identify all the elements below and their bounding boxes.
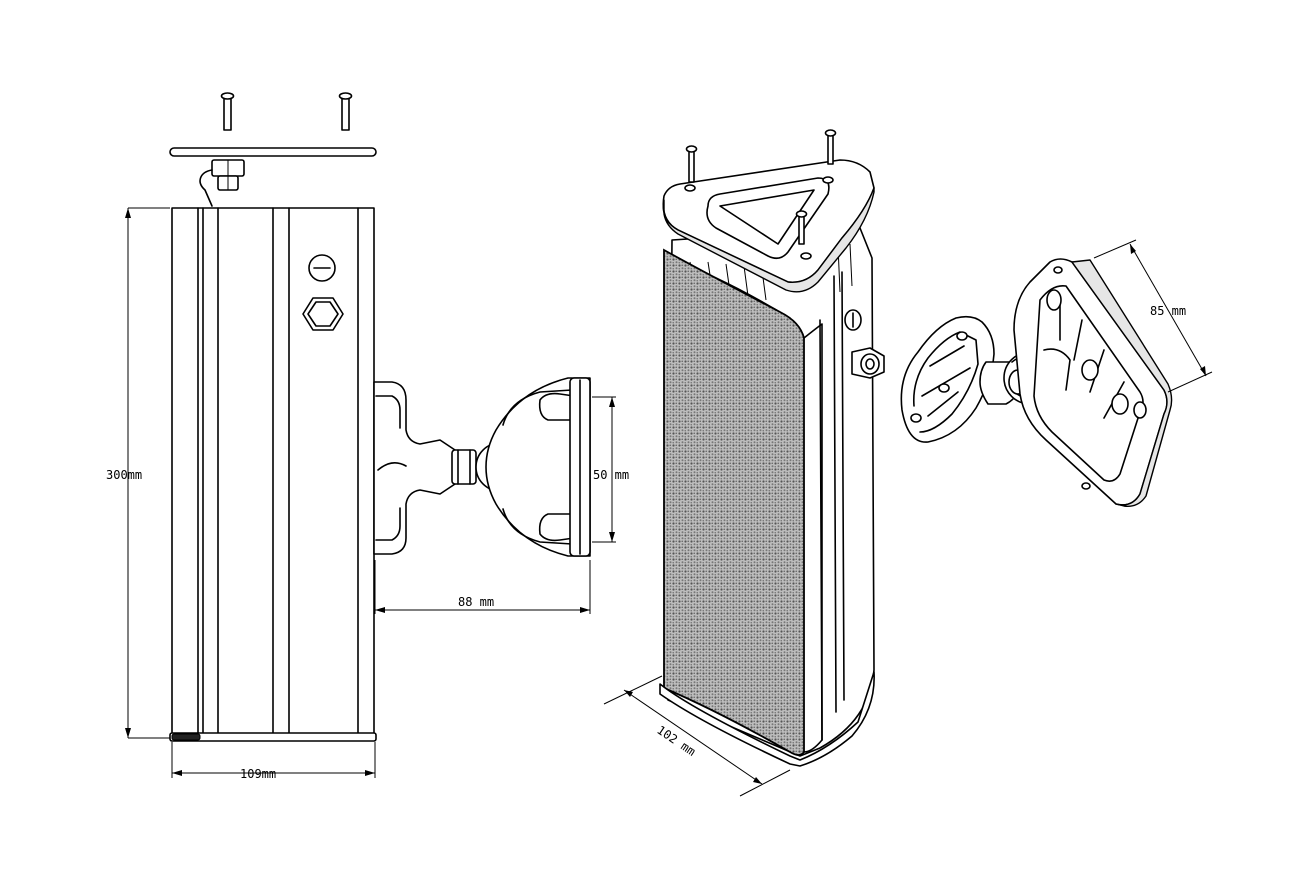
speaker-grille (663, 248, 805, 756)
screw-right (338, 92, 353, 131)
wall-bracket-side (373, 377, 591, 557)
iso-screw-3 (795, 210, 808, 245)
cable-gland-icon (302, 297, 344, 331)
isometric-view: 102 mm (603, 129, 885, 797)
dimension-height (125, 207, 170, 739)
iso-base (659, 671, 875, 767)
iso-volume-knob-icon (844, 309, 862, 331)
top-plate (169, 147, 377, 157)
bracket-detail-view: 85 mm (900, 239, 1213, 507)
depth-label: 102 mm (654, 723, 698, 759)
mount-wall-plate (900, 315, 995, 443)
bracket-offset-label: 88 mm (458, 595, 494, 609)
screw-left (220, 92, 235, 131)
side-view: 300mm 109mm 88 mm 50 mm (106, 92, 629, 781)
mount-plate-label: 85 mm (1150, 304, 1186, 318)
volume-knob-icon (308, 254, 336, 282)
bracket-height-label: 50 mm (593, 468, 629, 482)
top-clamp (199, 159, 245, 207)
iso-screw-2 (824, 129, 837, 165)
dimension-bracket-height (592, 396, 616, 543)
bottom-cap (169, 732, 377, 742)
iso-screw-1 (685, 145, 698, 183)
width-label: 109mm (240, 767, 276, 781)
dimension-width (171, 742, 376, 778)
dimension-bracket-offset (374, 560, 591, 614)
dimension-mount-plate (1093, 239, 1213, 393)
dimension-depth (603, 675, 791, 797)
height-label: 300mm (106, 468, 142, 482)
iso-cable-gland-icon (851, 347, 885, 379)
